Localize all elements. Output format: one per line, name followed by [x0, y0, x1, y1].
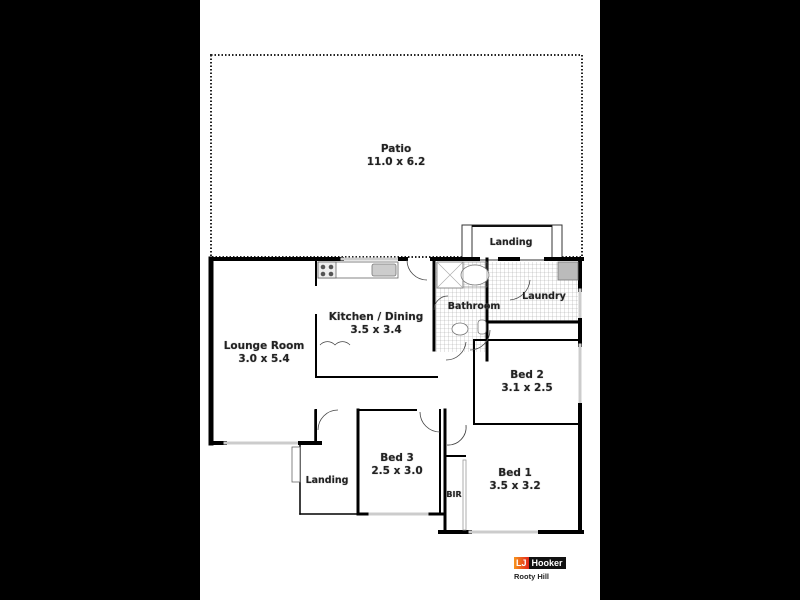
room-size: 11.0 x 6.2 — [366, 156, 426, 168]
room-label-front-landing: Landing — [306, 474, 349, 487]
logo-badge: LJ Hooker — [514, 557, 566, 569]
room-name: Laundry — [522, 291, 566, 302]
room-size: 3.5 x 3.2 — [489, 480, 541, 492]
room-name: Kitchen / Dining — [328, 311, 424, 323]
room-label-patio: Patio 11.0 x 6.2 — [367, 143, 426, 169]
room-size: 2.5 x 3.0 — [371, 465, 423, 477]
logo-name: Hooker — [528, 557, 566, 569]
room-label-rear-landing: Landing — [490, 236, 533, 249]
room-label-bed2: Bed 2 3.1 x 2.5 — [501, 369, 552, 395]
room-label-bathroom: Bathroom — [448, 300, 501, 313]
agency-logo: LJ Hooker Rooty Hill — [514, 557, 566, 581]
room-label-kitchen: Kitchen / Dining 3.5 x 3.4 — [329, 311, 424, 337]
room-name: Patio — [380, 143, 412, 155]
room-label-lounge: Lounge Room 3.0 x 5.4 — [224, 340, 305, 366]
room-size: 3.1 x 2.5 — [501, 382, 553, 394]
room-name: Bed 1 — [498, 467, 532, 479]
room-size: 3.5 x 3.4 — [350, 324, 402, 336]
room-name: Bed 3 — [380, 452, 414, 464]
room-name: Bathroom — [447, 301, 501, 312]
room-label-bed3: Bed 3 2.5 x 3.0 — [371, 452, 422, 478]
room-label-bir: BIR — [446, 488, 461, 501]
patio-outline — [210, 54, 583, 258]
room-name: Landing — [305, 475, 349, 486]
room-name: Bed 2 — [510, 369, 544, 381]
room-label-laundry: Laundry — [522, 290, 566, 303]
logo-prefix: LJ — [514, 557, 529, 569]
room-size: 3.0 x 5.4 — [238, 353, 290, 365]
office-name: Rooty Hill — [514, 572, 549, 581]
room-label-bed1: Bed 1 3.5 x 3.2 — [489, 467, 540, 493]
room-name: BIR — [446, 490, 462, 499]
floor-plan-sheet: Patio 11.0 x 6.2 Landing Laundry Bathroo… — [200, 0, 600, 600]
floor-plan-drawing — [208, 54, 584, 534]
room-name: Lounge Room — [223, 340, 305, 352]
room-name: Landing — [489, 237, 533, 248]
